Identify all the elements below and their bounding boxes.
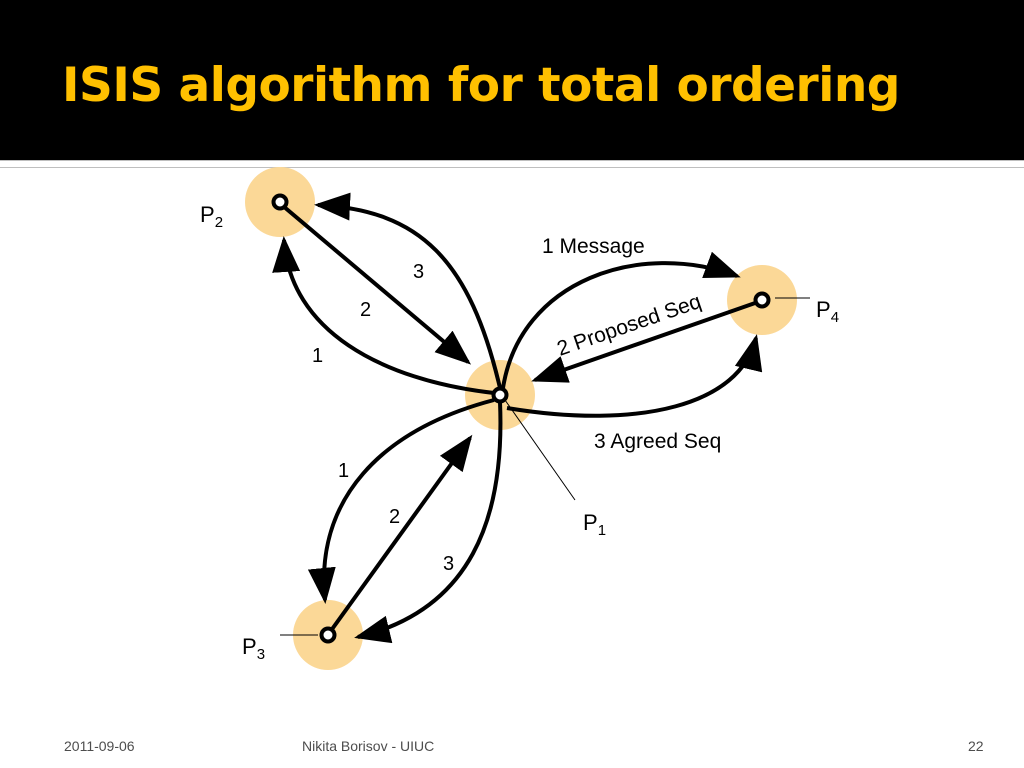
p2-step3-label: 3 [413,261,424,283]
arrow-p1-to-p3-step3 [354,401,503,644]
footer-date: 2011-09-06 [64,738,135,754]
leader-lines [280,297,810,636]
p3-step3-label: 3 [443,553,454,575]
arrow-p2-to-p1-step2 [281,204,472,365]
arrow-p1-to-p3-step1 [307,398,495,604]
p4-proposed-label: 2 Proposed Seq [554,290,704,361]
title-bar [0,0,1024,160]
node-points [271,193,771,644]
p3-step1-label: 1 [338,460,349,482]
node-p1 [491,386,509,404]
p2-step1-label: 1 [312,345,323,367]
node-p2 [271,193,289,211]
node-p4 [753,291,771,309]
arrow-p1-to-p4-message [501,251,741,389]
p4-message-label: 1 Message [542,235,645,258]
p4-agreed-label: 3 Agreed Seq [594,430,721,453]
arrow-p1-to-p2-step1 [272,236,495,395]
arrow-p1-to-p2-step3 [314,192,502,389]
p3-step2-label: 2 [389,506,400,528]
footer-author: Nikita Borisov - UIUC [302,738,435,754]
footer-page-number: 22 [968,738,984,754]
arrow-p4-to-p1-proposed [531,300,759,383]
arrow-p3-to-p1-step2 [328,434,473,634]
arrow-p1-to-p4-agreed [506,334,763,418]
p3-arrows [307,398,503,644]
slide-title: ISIS algorithm for total ordering [62,58,900,113]
p2-step2-label: 2 [360,299,371,321]
p2-arrows [272,192,502,395]
p4-arrows [501,251,763,418]
leader-p1 [504,399,576,501]
title-divider [0,160,1024,168]
label-p2: P2 [200,202,223,231]
label-p4: P4 [816,297,839,326]
label-p1: P1 [583,510,606,539]
label-p3: P3 [242,634,265,663]
node-p3 [319,626,337,644]
node-labels: P2 P4 P1 P3 [200,202,839,663]
